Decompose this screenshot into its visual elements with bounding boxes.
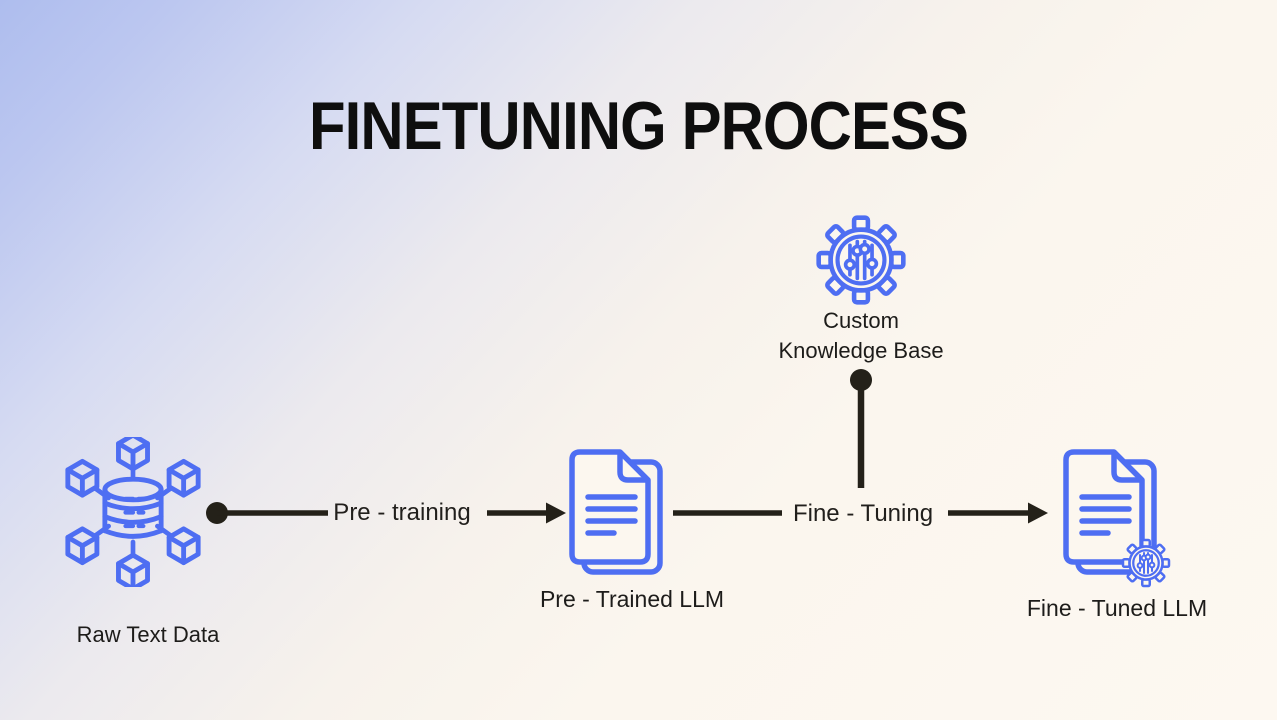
arrowhead-finetuning-icon: [1028, 502, 1048, 524]
database-network-icon: [58, 437, 208, 587]
gear-sliders-icon: [815, 214, 907, 306]
custom-knowledge-base-label-line1: Custom: [823, 308, 899, 333]
stacked-documents-icon: [558, 446, 674, 578]
stacked-documents-gear-icon: [1052, 446, 1171, 588]
raw-text-data-label: Raw Text Data: [76, 622, 220, 647]
fine-tuning-edge-label: Fine - Tuning: [792, 500, 934, 527]
pre-trained-llm-label: Pre - Trained LLM: [539, 586, 725, 612]
page-title: FINETUNING PROCESS: [308, 88, 969, 164]
custom-knowledge-base-label-line2: Knowledge Base: [778, 338, 944, 363]
arrowhead-pretraining-icon: [546, 502, 566, 524]
pre-training-edge-label: Pre - training: [333, 499, 471, 526]
custom-knowledge-base-label: Custom Knowledge Base: [778, 306, 943, 366]
flow-dot-knowledge-base: [850, 369, 872, 391]
fine-tuned-llm-label: Fine - Tuned LLM: [1026, 595, 1208, 621]
